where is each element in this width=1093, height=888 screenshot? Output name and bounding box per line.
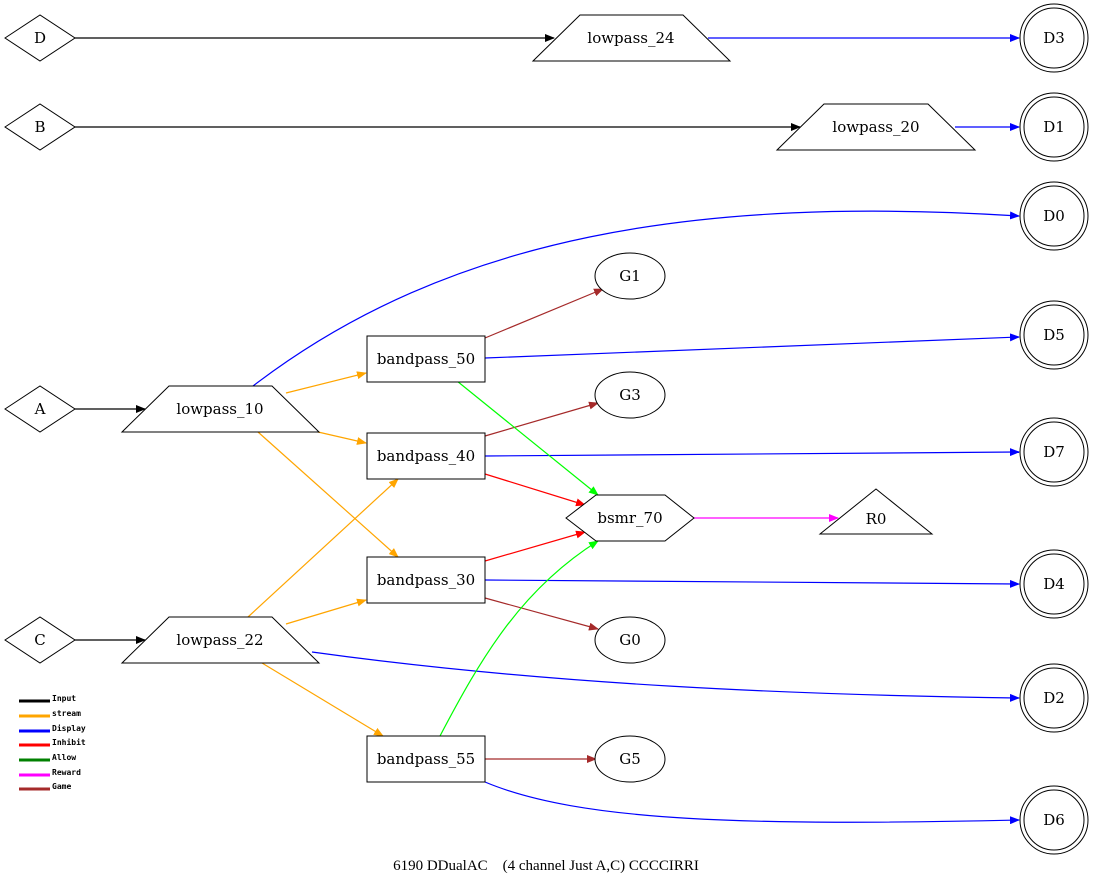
edge-lowpass-22-bandpass-30 (285, 598, 367, 625)
node-d1[interactable]: D1 (1019, 92, 1089, 162)
legend-label-input: Input (52, 694, 76, 703)
node-a-label: A (34, 400, 46, 418)
node-g5-label: G5 (619, 750, 641, 768)
node-d2[interactable]: D2 (1019, 663, 1089, 733)
edge-lowpass-10-bandpass-50 (285, 371, 367, 394)
legend-item-allow: Allow (19, 753, 76, 762)
node-bandpass-55[interactable]: bandpass_55 (366, 735, 486, 783)
node-bsmr-70[interactable]: bsmr_70 (565, 494, 695, 542)
edge-bandpass-50-d5 (484, 333, 1020, 359)
legend-label-game: Game (52, 782, 71, 791)
node-d5-label: D5 (1043, 326, 1065, 344)
node-d1-label: D1 (1043, 118, 1065, 136)
node-lowpass-20[interactable]: lowpass_20 (775, 103, 977, 151)
node-b[interactable]: B (4, 103, 76, 151)
node-lowpass-20-label: lowpass_20 (832, 118, 919, 136)
edge-lowpass-10-bandpass-30 (257, 431, 399, 558)
legend-item-input: Input (19, 694, 76, 703)
node-lowpass-22[interactable]: lowpass_22 (120, 616, 321, 664)
node-g1[interactable]: G1 (594, 252, 666, 300)
node-lowpass-10[interactable]: lowpass_10 (120, 385, 321, 433)
edge-bandpass-30-d4 (484, 579, 1020, 588)
node-bandpass-50-label: bandpass_50 (377, 350, 475, 368)
node-c[interactable]: C (4, 616, 76, 664)
node-g0-label: G0 (619, 631, 641, 649)
legend-item-inhibit: Inhibit (19, 737, 86, 747)
node-g5[interactable]: G5 (594, 735, 666, 783)
node-d7[interactable]: D7 (1019, 417, 1089, 487)
node-d4-label: D4 (1043, 575, 1065, 593)
node-d3[interactable]: D3 (1019, 3, 1089, 73)
edge-bandpass-30-bsmr-70 (484, 530, 586, 562)
node-d4[interactable]: D4 (1019, 549, 1089, 619)
node-g3[interactable]: G3 (594, 371, 666, 419)
node-bandpass-40[interactable]: bandpass_40 (366, 432, 486, 480)
node-r0[interactable]: R0 (818, 488, 934, 535)
node-d-label: D (34, 29, 46, 47)
edge-bandpass-55-d6 (484, 781, 1020, 825)
legend-item-display: Display (19, 723, 86, 733)
edges (75, 34, 1020, 825)
legend: Input stream Display Inhibit Allow Rewar… (19, 694, 86, 791)
edge-bandpass-40-g3 (484, 401, 599, 437)
node-bandpass-50[interactable]: bandpass_50 (366, 335, 486, 383)
legend-label-reward: Reward (52, 768, 81, 777)
node-d3-label: D3 (1043, 29, 1065, 47)
legend-item-reward: Reward (19, 768, 81, 777)
edge-lowpass-10-bandpass-40 (317, 431, 367, 445)
node-bandpass-55-label: bandpass_55 (377, 750, 475, 768)
edge-bandpass-40-d7 (484, 448, 1020, 457)
node-d[interactable]: D (4, 14, 76, 62)
edge-bandpass-50-bsmr-70 (456, 380, 599, 496)
node-bandpass-30[interactable]: bandpass_30 (366, 556, 486, 604)
edge-bandpass-50-g1 (484, 288, 604, 339)
edge-lowpass-22-bandpass-55 (261, 662, 384, 737)
node-lowpass-22-label: lowpass_22 (176, 631, 263, 649)
node-lowpass-10-label: lowpass_10 (176, 400, 263, 418)
edge-bandpass-40-bsmr-70 (484, 473, 586, 507)
edge-bandpass-30-g0 (484, 597, 599, 631)
legend-item-stream: stream (19, 709, 81, 718)
edge-lowpass-22-bandpass-40 (247, 478, 399, 618)
legend-label-display: Display (52, 723, 86, 733)
node-g1-label: G1 (619, 267, 641, 285)
node-bsmr-70-label: bsmr_70 (597, 509, 662, 527)
node-lowpass-24[interactable]: lowpass_24 (531, 14, 732, 62)
node-d0[interactable]: D0 (1019, 181, 1089, 251)
edge-bandpass-55-bsmr-70 (439, 540, 599, 737)
node-a[interactable]: A (4, 385, 76, 433)
node-d5[interactable]: D5 (1019, 300, 1089, 370)
nodes: D B A C lowpass_24 lowpass_20 lowpass_10 (4, 3, 1089, 855)
node-bandpass-30-label: bandpass_30 (377, 571, 475, 589)
edge-lowpass-22-d2 (311, 651, 1020, 702)
legend-label-stream: stream (52, 709, 81, 718)
legend-label-allow: Allow (52, 753, 76, 762)
node-b-label: B (34, 118, 45, 136)
diagram-caption: 6190 DDualAC (4 channel Just A,C) CCCCIR… (393, 858, 699, 874)
node-c-label: C (34, 631, 45, 649)
node-d6-label: D6 (1043, 811, 1065, 829)
legend-item-game: Game (19, 782, 71, 791)
node-d6[interactable]: D6 (1019, 785, 1089, 855)
node-d7-label: D7 (1043, 443, 1065, 461)
legend-label-inhibit: Inhibit (52, 737, 86, 747)
node-lowpass-24-label: lowpass_24 (587, 29, 674, 47)
node-d0-label: D0 (1043, 207, 1065, 225)
node-r0-label: R0 (866, 510, 887, 528)
node-g0[interactable]: G0 (594, 616, 666, 664)
edge-lowpass-10-d0 (252, 210, 1020, 387)
node-g3-label: G3 (619, 386, 641, 404)
node-bandpass-40-label: bandpass_40 (377, 447, 475, 465)
node-d2-label: D2 (1043, 689, 1065, 707)
